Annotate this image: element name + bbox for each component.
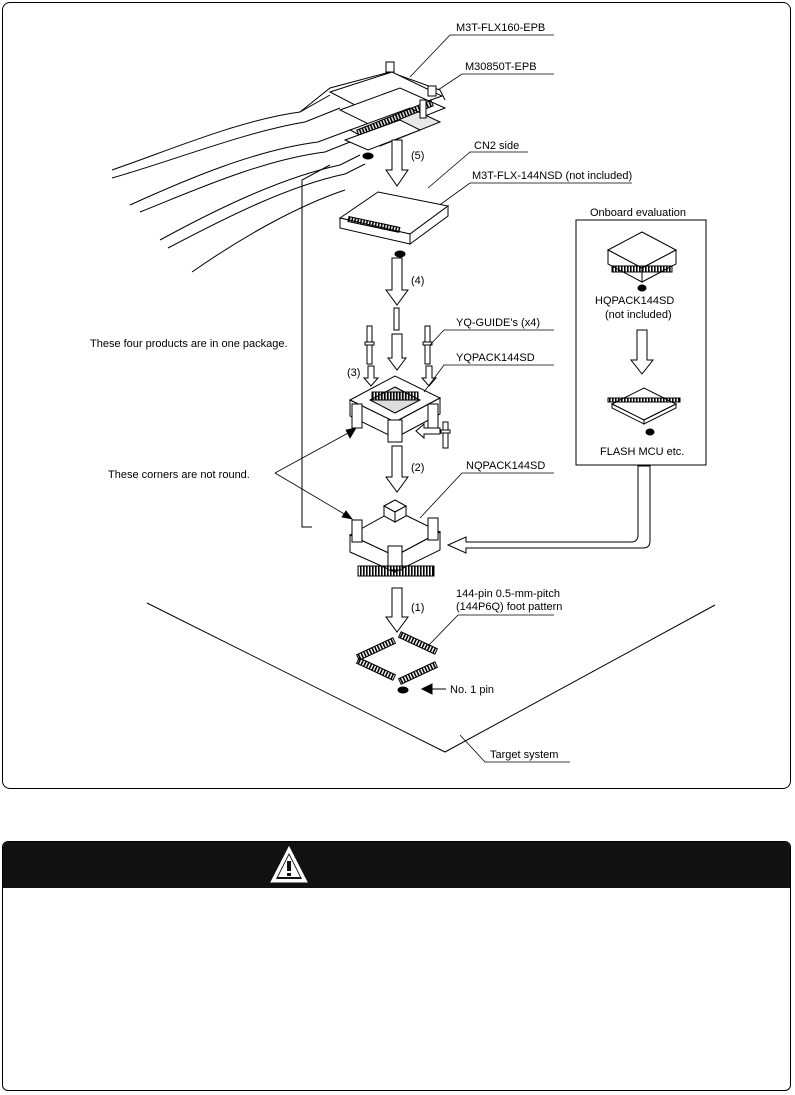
- warning-header: [3, 842, 790, 888]
- nqpack144sd-socket: [348, 499, 442, 577]
- step-3-label: (3): [347, 367, 360, 379]
- label-flash-mcu: FLASH MCU etc.: [600, 446, 684, 458]
- step-4-label: (4): [411, 275, 424, 287]
- step-1-label: (1): [411, 602, 424, 614]
- connection-diagram: M3T-FLX160-EPB M30850T-EPB CN2 side M3T-…: [90, 22, 716, 763]
- step-arrows: [385, 139, 409, 633]
- label-no1-pin: No. 1 pin: [450, 684, 494, 696]
- onboard-eval-box: [575, 219, 707, 466]
- emulation-probe-connector: [328, 61, 447, 160]
- label-foot-pattern-1: 144-pin 0.5-mm-pitch: [456, 588, 560, 600]
- label-nqpack: NQPACK144SD: [466, 460, 545, 472]
- label-yq-guides: YQ-GUIDE's (x4): [456, 317, 540, 329]
- warning-box: [2, 841, 791, 1091]
- label-corners-not-round: These corners are not round.: [108, 469, 250, 481]
- label-m3t-flx144nsd: M3T-FLX-144NSD (not included): [472, 170, 632, 182]
- yqpack144sd-socket: [348, 375, 442, 443]
- label-hqpack-2: (not included): [605, 309, 672, 321]
- label-m3t-flx160: M3T-FLX160-EPB: [456, 22, 545, 34]
- label-yqpack: YQPACK144SD: [456, 352, 535, 364]
- label-hqpack-1: HQPACK144SD: [595, 295, 674, 307]
- label-foot-pattern-2: (144P6Q) foot pattern: [456, 601, 562, 613]
- step-2-label: (2): [411, 462, 424, 474]
- label-onboard-eval: Onboard evaluation: [590, 207, 686, 219]
- foot-pattern: [355, 631, 439, 694]
- label-four-products: These four products are in one package.: [90, 338, 288, 350]
- flash-mcu-chip: [607, 387, 681, 436]
- onboard-arrow: [446, 465, 651, 554]
- label-m30850t: M30850T-EPB: [465, 61, 537, 73]
- hqpack144sd: [606, 231, 678, 292]
- step-5-label: (5): [411, 150, 424, 162]
- flx-144nsd-board: [338, 191, 450, 258]
- label-cn2-side: CN2 side: [474, 140, 519, 152]
- label-target-system: Target system: [490, 749, 558, 761]
- target-system-plane: [146, 602, 716, 753]
- warning-triangle-icon: [270, 845, 308, 883]
- figure-frame: [2, 2, 791, 789]
- flex-cable: [111, 71, 446, 273]
